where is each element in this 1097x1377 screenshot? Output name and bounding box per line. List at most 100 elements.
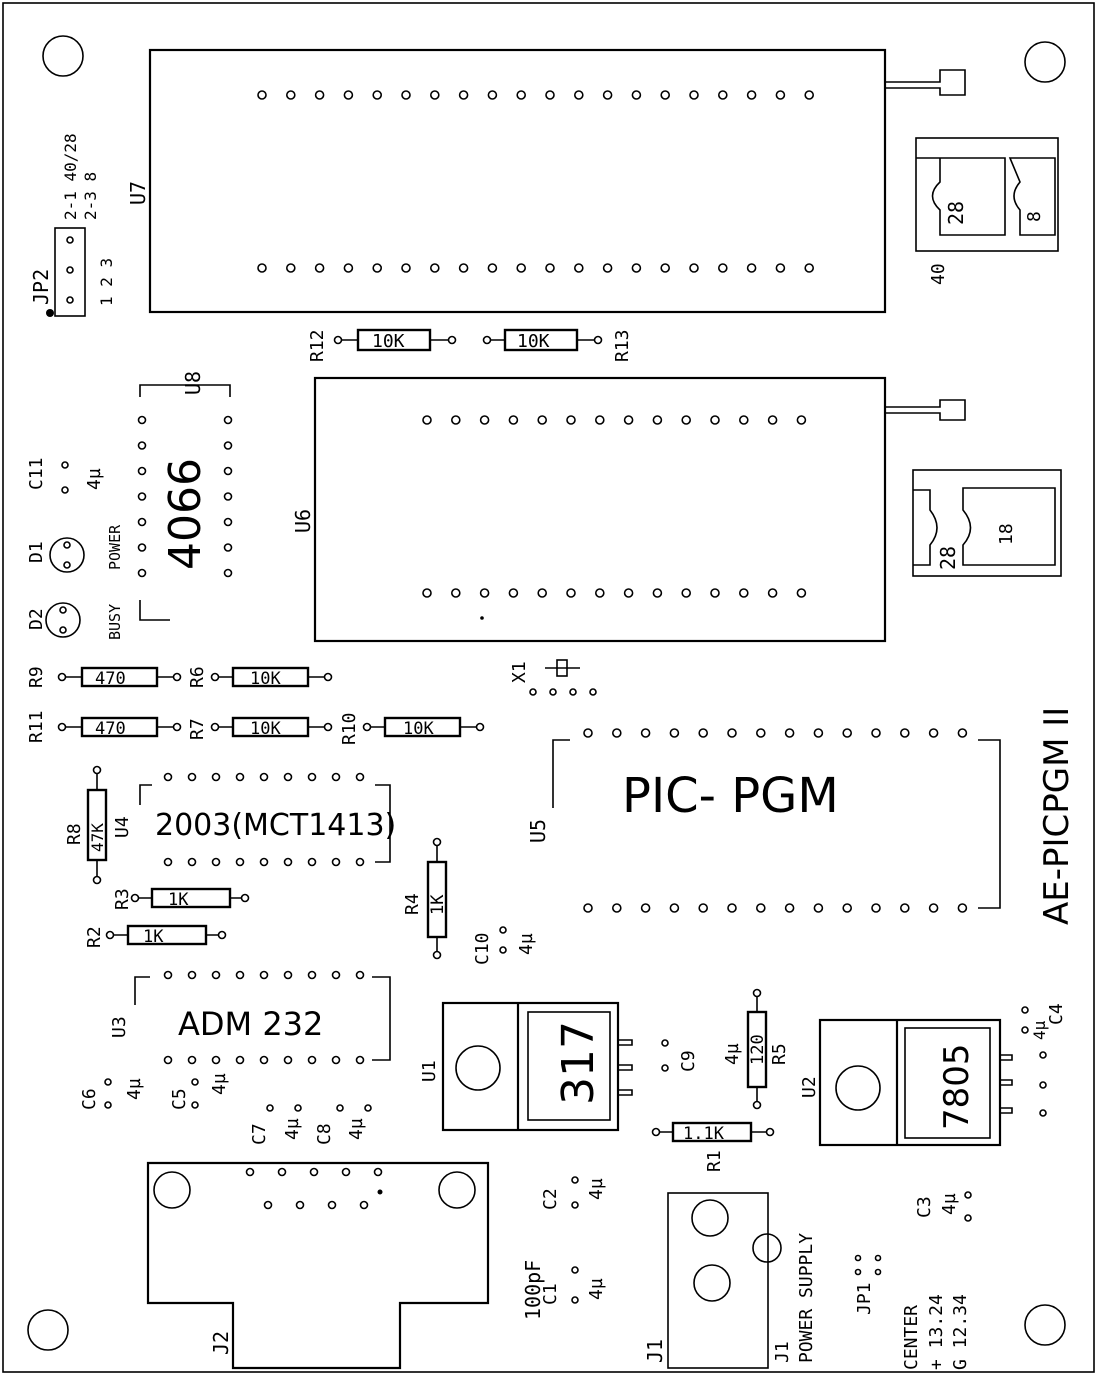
jp1-ref: JP1 — [854, 1282, 875, 1315]
mounting-hole-bottom-left — [27, 1309, 69, 1351]
r12-ref: R12 — [307, 329, 328, 362]
c11-ref: C11 — [26, 457, 47, 490]
ic-pad — [283, 772, 293, 782]
ic-pad — [775, 90, 786, 100]
r11-value: 470 — [95, 719, 126, 739]
c2-value: 4µ — [586, 1178, 607, 1200]
ic-pad — [727, 728, 737, 738]
mounting-hole-top-right — [1024, 41, 1066, 83]
ic-pad — [623, 415, 634, 425]
ic-pad — [652, 588, 663, 598]
c8-ref: C8 — [314, 1123, 335, 1145]
center-label-3: G 12.34 — [950, 1294, 971, 1370]
ic-pad — [689, 90, 699, 100]
ic-pad — [573, 263, 584, 273]
r1-ref: R1 — [704, 1150, 725, 1172]
ic-pad — [508, 415, 519, 425]
resistor-r2: 1K R2 — [84, 924, 227, 948]
r5-value: 120 — [748, 1034, 768, 1065]
j1-ref-outer: J1 — [643, 1339, 667, 1363]
c3-ref: C3 — [914, 1196, 935, 1218]
ic-pad — [163, 772, 173, 782]
u2-ref: U2 — [799, 1076, 820, 1098]
ic-pad — [479, 415, 490, 425]
ic-u8-4066: 4066 U8 — [139, 371, 231, 621]
ic-pad — [343, 263, 354, 273]
ic-pad — [223, 517, 233, 527]
ic-pad — [487, 263, 498, 273]
connector-pad — [309, 1167, 319, 1177]
u4-pin-rows — [163, 772, 365, 867]
u4-ref: U4 — [112, 816, 133, 838]
ic-pad — [566, 588, 576, 598]
ic-pad — [566, 415, 576, 425]
ic-pad — [681, 415, 692, 425]
r8-ref: R8 — [64, 823, 85, 845]
ic-pad — [137, 441, 147, 450]
ic-pad — [259, 1055, 269, 1065]
jumper-jp1: JP1 — [854, 1254, 882, 1315]
connector-pad — [263, 1200, 273, 1210]
ic-pad — [928, 728, 939, 738]
ic-pad — [611, 903, 622, 913]
r6-ref: R6 — [187, 666, 208, 688]
r7-value: 10K — [250, 719, 281, 739]
connector-pad — [295, 1200, 305, 1210]
ic-pad — [223, 415, 233, 425]
ic-pad — [717, 90, 728, 100]
ic-pad — [307, 772, 317, 782]
resistor-r3: 1K R3 — [112, 887, 250, 910]
ic-pad — [871, 728, 881, 738]
ic-pad — [223, 543, 233, 552]
ic-pad — [710, 588, 720, 598]
ic-pad — [602, 90, 613, 100]
capacitor-c10: C10 4µ — [472, 926, 537, 965]
connector-pad — [373, 1167, 383, 1177]
u8-value: 4066 — [160, 458, 211, 570]
u8-pin-rows — [137, 415, 233, 578]
ic-pad — [813, 728, 824, 738]
ic-pad — [583, 728, 593, 738]
c5-ref: C5 — [169, 1088, 190, 1110]
capacitor-c11: C11 4µ — [26, 457, 105, 494]
crystal-x1: X1 — [509, 659, 597, 696]
board-title: AE-PICPGM II — [1037, 707, 1077, 925]
ic-pad — [508, 588, 519, 598]
r7-ref: R7 — [187, 718, 208, 740]
capacitor-c7: C7 4µ — [249, 1104, 303, 1145]
center-label-2: + 13.24 — [926, 1294, 947, 1370]
r1-value: 1.1K — [683, 1124, 725, 1144]
r4-ref: R4 — [402, 893, 423, 915]
c4-ref: C4 — [1046, 1003, 1067, 1025]
ic-pad — [842, 903, 853, 913]
resistor-r1: 1.1K R1 — [651, 1121, 775, 1172]
c7-ref: C7 — [249, 1123, 270, 1145]
socket-outline-mid: 28 18 — [912, 469, 1062, 577]
ic-pad — [537, 588, 548, 598]
ic-pad — [899, 728, 910, 738]
c7-value: 4µ — [282, 1118, 303, 1140]
capacitor-c6: C6 4µ — [79, 1078, 145, 1110]
ic-pad — [355, 1055, 365, 1065]
ic-pad — [307, 857, 317, 867]
ic-pad — [813, 903, 824, 913]
ic-pad — [573, 90, 584, 100]
ic-pad — [137, 517, 147, 527]
r6-value: 10K — [250, 669, 281, 689]
resistor-r6: 10K R6 — [187, 666, 333, 689]
ic-pad — [137, 466, 147, 476]
ic-pad — [796, 588, 807, 598]
socket-28-label-top: 28 — [944, 201, 968, 225]
ic-pad — [283, 1055, 293, 1065]
ic-pad — [187, 1055, 197, 1065]
jp2-option-2: 2-3 8 — [81, 172, 100, 220]
ic-pad — [283, 970, 293, 980]
x1-ref: X1 — [509, 661, 530, 683]
u3-value: ADM 232 — [178, 1005, 323, 1043]
ic-pad — [487, 90, 498, 100]
c4-value: 4µ — [1030, 1020, 1049, 1040]
c1-value: 4µ — [586, 1278, 607, 1300]
u5-value: PIC- PGM — [622, 768, 839, 824]
